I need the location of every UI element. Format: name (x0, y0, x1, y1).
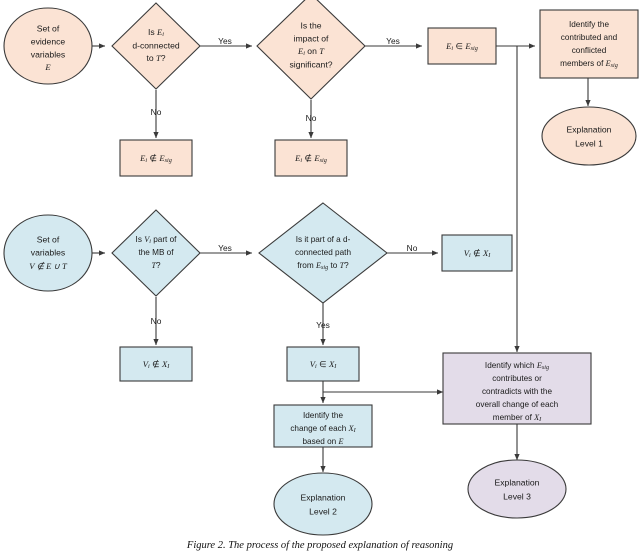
node-explanation-level-2[interactable]: Explanation Level 2 (273, 472, 373, 536)
start-variables-line1: Set of (37, 234, 60, 244)
no-esig-2-text: Ei ∉ Esig (294, 153, 327, 164)
identify-which-line1: Identify which Esig (485, 361, 549, 372)
in-esig-text: Ei ∈ Esig (445, 41, 478, 52)
node-identify-which-esig[interactable]: Identify which Esig contributes or contr… (442, 352, 592, 425)
explanation-2-line1: Explanation (301, 492, 346, 502)
explanation-1-line2: Level 1 (575, 138, 603, 148)
node-no-esig-1[interactable]: Ei ∉ Esig (119, 139, 193, 177)
identify-contributed-line1: Identify the (569, 20, 610, 29)
identify-change-line2: change of each XI (290, 424, 356, 435)
start-variables-line2: variables (31, 247, 65, 257)
edge-label-no-2: No (306, 113, 317, 123)
explanation-2-line2: Level 2 (309, 506, 337, 516)
q-d-path-line1: Is it part of a d- (296, 235, 351, 244)
start-variables-line3: V ∉ E ∪ T (29, 261, 68, 271)
identify-change-line1: Identify the (303, 411, 344, 420)
start-evidence-line3: variables (31, 49, 65, 59)
q-impact-line4: significant? (290, 59, 333, 69)
q-d-connected-line2: d-connected (132, 40, 180, 50)
node-identify-contributed[interactable]: Identify the contributed and conflicted … (539, 9, 639, 79)
node-not-in-xi-1[interactable]: Vi ∉ XI (119, 346, 193, 382)
not-in-xi-1-text: Vi ∉ XI (143, 359, 171, 370)
edge-labels-layer: Yes No Yes No Yes No No Yes (151, 36, 418, 330)
node-in-esig[interactable]: Ei ∈ Esig (427, 27, 497, 65)
node-q-d-connected-path[interactable]: Is it part of a d- connected path from E… (258, 202, 388, 304)
node-q-d-connected[interactable]: Is Ei d-connected to T? (111, 2, 201, 90)
q-impact-line2: impact of (294, 33, 329, 43)
node-q-impact-significant[interactable]: Is the impact of Ei on T significant? (256, 0, 366, 100)
node-q-markov-blanket[interactable]: Is Vi part of the MB of T? (111, 209, 201, 297)
q-d-connected-line3: to T? (146, 53, 165, 63)
not-in-xi-2-text: Vi ∉ XI (464, 248, 492, 259)
edge-label-no-3: No (151, 316, 162, 326)
figure-caption: Figure 2. The process of the proposed ex… (186, 540, 454, 551)
in-xi-text: Vi ∈ XI (310, 359, 338, 370)
edge-label-yes-4: Yes (316, 320, 330, 330)
explanation-1-line1: Explanation (567, 124, 612, 134)
no-esig-1-text: Ei ∉ Esig (139, 153, 172, 164)
identify-which-line2: contributes or (492, 374, 542, 383)
q-impact-line1: Is the (300, 20, 321, 30)
node-explanation-level-3[interactable]: Explanation Level 3 (467, 459, 567, 519)
edges-layer (92, 43, 591, 473)
edge-label-no-4: No (407, 243, 418, 253)
explanation-3-line1: Explanation (495, 477, 540, 487)
identify-contributed-line3: conflicted (572, 46, 607, 55)
edge-label-yes-3: Yes (218, 243, 232, 253)
identify-contributed-line2: contributed and (561, 33, 618, 42)
q-impact-line3: Ei on T (297, 46, 325, 57)
node-start-evidence[interactable]: Set of evidence variables E (3, 7, 93, 85)
node-start-variables[interactable]: Set of variables V ∉ E ∪ T (3, 214, 93, 292)
start-evidence-line4: E (44, 62, 51, 72)
edge-label-yes-1: Yes (218, 36, 232, 46)
q-markov-line1: Is Vi part of (136, 235, 178, 246)
node-explanation-level-1[interactable]: Explanation Level 1 (541, 106, 637, 166)
q-d-connected-line1: Is Ei (148, 27, 164, 38)
start-evidence-line1: Set of (37, 23, 60, 33)
start-evidence-line2: evidence (31, 36, 66, 46)
edge-label-no-1: No (151, 107, 162, 117)
explanation-3-line2: Level 3 (503, 491, 531, 501)
node-identify-change[interactable]: Identify the change of each XI based on … (273, 404, 373, 448)
identify-change-line3: based on E (303, 437, 344, 446)
q-d-path-line2: connected path (295, 248, 351, 257)
q-markov-line3: T? (151, 261, 161, 270)
identify-which-line5: member of XI (493, 413, 542, 424)
node-not-in-xi-2[interactable]: Vi ∉ XI (441, 234, 513, 272)
node-no-esig-2[interactable]: Ei ∉ Esig (274, 139, 348, 177)
node-in-xi[interactable]: Vi ∈ XI (286, 346, 360, 382)
identify-contributed-line4: members of Esig (560, 59, 618, 70)
identify-which-line3: contradicts with the (482, 387, 553, 396)
q-d-path-line3: from Esig to T? (297, 261, 349, 272)
edge-label-yes-2: Yes (386, 36, 400, 46)
identify-which-line4: overall change of each (476, 400, 559, 409)
q-markov-line2: the MB of (138, 248, 174, 257)
